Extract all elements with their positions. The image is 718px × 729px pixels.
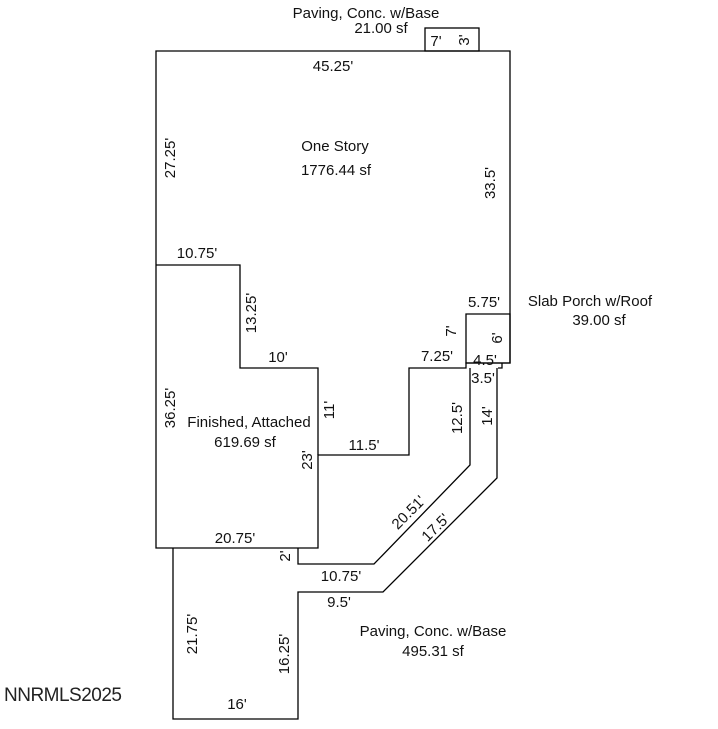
dim-garage-bottom: 20.75'	[215, 530, 256, 547]
paving-top-area: 21.00 sf	[354, 20, 408, 37]
slab-porch-area: 39.00 sf	[572, 312, 626, 329]
one-story-name: One Story	[301, 138, 369, 155]
house-outline	[155, 50, 511, 549]
garage-dividing-wall	[156, 264, 319, 455]
dim-garage-left: 36.25'	[162, 388, 179, 429]
slab-porch-name: Slab Porch w/Roof	[528, 293, 653, 310]
dim-step-left: 10.75'	[177, 245, 218, 262]
slab-porch-notch	[498, 363, 503, 369]
paving-drive-name: Paving, Conc. w/Base	[360, 623, 507, 640]
dim-garage-right-lower: 23'	[299, 450, 316, 470]
dim-drive-small: 2'	[277, 550, 294, 561]
dim-porch-right: 6'	[489, 332, 506, 343]
dim-drive-inner-vertical: 12.5'	[449, 402, 466, 434]
dim-porch-bottom: 4.5'	[473, 352, 497, 369]
dim-pad-width: 7'	[430, 33, 441, 50]
dim-notch-bottom: 11.5'	[349, 437, 380, 454]
driveway-outline	[172, 368, 498, 720]
dim-pad-height: 3'	[456, 34, 473, 45]
dim-left-upper: 27.25'	[162, 138, 179, 179]
dim-porch-top: 5.75'	[468, 294, 500, 311]
dim-step-down: 13.25'	[243, 293, 260, 334]
paving-top-pad	[424, 27, 480, 52]
dim-drive-inner-bottom: 10.75'	[321, 568, 362, 585]
dim-step-in: 10'	[268, 349, 288, 366]
dim-drive-outer-vertical: 14'	[479, 406, 496, 426]
mls-watermark: NNRMLS2025	[4, 685, 122, 706]
dim-notch-right: 7.25'	[421, 348, 453, 365]
dim-garage-right-upper: 11'	[321, 401, 338, 420]
one-story-area: 1776.44 sf	[301, 162, 372, 179]
dim-drive-left: 21.75'	[184, 614, 201, 655]
garage-area: 619.69 sf	[214, 434, 277, 451]
slab-porch-outline	[465, 313, 511, 364]
dim-right-upper: 33.5'	[482, 167, 499, 199]
dim-drive-outer-bottom: 9.5'	[327, 594, 351, 611]
paving-top-name: Paving, Conc. w/Base	[293, 5, 440, 22]
garage-name: Finished, Attached	[187, 414, 310, 431]
dim-drive-bottom: 16'	[227, 696, 247, 713]
dim-drive-inner-step: 3.5'	[471, 370, 495, 387]
paving-drive-area: 495.31 sf	[402, 643, 465, 660]
dim-drive-right: 16.25'	[276, 634, 293, 675]
dim-top-width: 45.25'	[313, 58, 354, 75]
dim-porch-left: 7'	[443, 325, 460, 336]
